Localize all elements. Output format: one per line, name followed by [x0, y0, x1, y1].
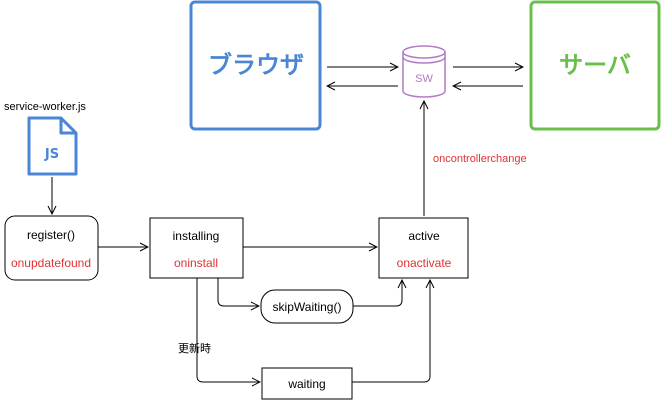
waiting-node: waiting — [261, 367, 353, 400]
server-box: サーバ — [529, 0, 661, 131]
sw-label: SW — [415, 73, 433, 85]
js-icon-text: JS — [44, 147, 59, 162]
active-label: active — [408, 229, 440, 243]
arrow-waiting-to-active — [352, 280, 430, 383]
register-label: register() — [27, 228, 75, 242]
sw-cylinder: SW — [402, 45, 446, 98]
arrow-skip-to-active — [353, 280, 402, 307]
server-label: サーバ — [559, 51, 631, 79]
installing-node: installing oninstall — [149, 217, 244, 279]
installing-label: installing — [173, 229, 220, 243]
file-name-label: service-worker.js — [4, 101, 86, 113]
arrow-installing-to-waiting — [196, 278, 260, 382]
update-label: 更新時 — [178, 341, 211, 355]
register-event: onupdatefound — [11, 256, 91, 270]
browser-box: ブラウザ — [189, 0, 322, 131]
arrow-installing-to-skip — [217, 278, 259, 306]
controller-change-label: oncontrollerchange — [433, 153, 527, 165]
waiting-label: waiting — [287, 377, 325, 391]
skip-waiting-label: skipWaiting() — [273, 300, 342, 314]
active-event: onactivate — [397, 256, 452, 270]
browser-label: ブラウザ — [208, 51, 304, 79]
skip-waiting-node: skipWaiting() — [260, 289, 354, 324]
active-node: active onactivate — [378, 217, 469, 279]
js-file-icon: JS — [27, 116, 78, 176]
register-node: register() onupdatefound — [4, 215, 99, 281]
installing-event: oninstall — [174, 256, 218, 270]
